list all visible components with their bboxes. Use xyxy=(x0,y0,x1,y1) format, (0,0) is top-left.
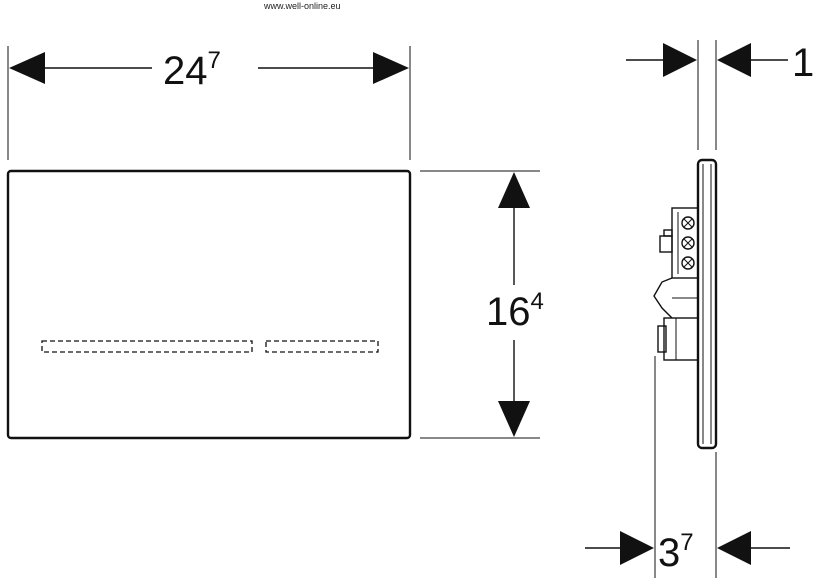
width-arrow-left xyxy=(9,52,45,84)
large-flush-button xyxy=(41,340,253,353)
screw-icon xyxy=(681,236,695,250)
height-arrow-top xyxy=(498,172,530,208)
depth-arrow-left xyxy=(620,531,654,565)
screw-icon xyxy=(681,216,695,230)
thickness-arrow-right xyxy=(717,43,751,77)
width-dimension: 247 xyxy=(7,46,411,160)
small-flush-button xyxy=(265,340,379,353)
depth-arrow-right xyxy=(717,531,751,565)
flush-plate-outline xyxy=(6,169,412,440)
thickness-label: 1 xyxy=(792,41,814,85)
plate-side-outline xyxy=(696,158,718,450)
thickness-dimension: 1 xyxy=(626,40,814,150)
height-label: 164 xyxy=(486,288,544,334)
depth-dimension: 37 xyxy=(585,356,790,578)
screw-icon xyxy=(681,256,695,270)
height-dimension: 164 xyxy=(420,170,544,439)
front-view: 247 164 xyxy=(6,46,544,440)
width-arrow-right xyxy=(373,52,409,84)
screw-icon-group xyxy=(681,216,695,270)
side-view: 1 37 xyxy=(585,40,814,578)
thickness-arrow-left xyxy=(663,43,697,77)
watermark-text: www.well-online.eu xyxy=(263,1,341,11)
depth-label: 37 xyxy=(658,529,694,575)
height-arrow-bottom xyxy=(498,401,530,437)
width-label: 247 xyxy=(163,47,221,93)
actuator-mechanism xyxy=(653,207,699,361)
